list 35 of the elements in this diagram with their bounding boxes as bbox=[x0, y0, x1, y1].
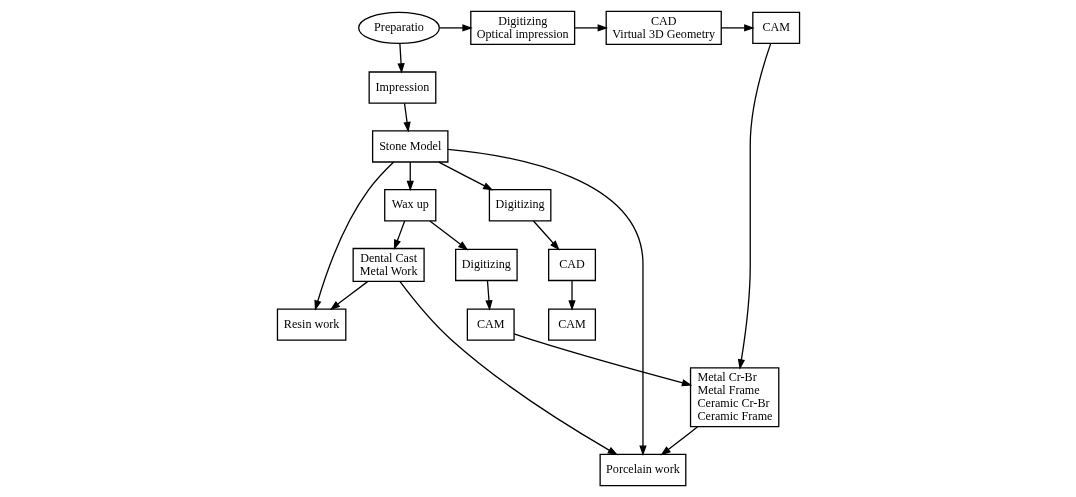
arrow bbox=[484, 280, 493, 311]
node-box: Digitizing Optical impression bbox=[469, 10, 575, 45]
arrow bbox=[737, 43, 771, 370]
node-box: CAM bbox=[751, 11, 800, 45]
arrow bbox=[567, 280, 576, 311]
node-box: Wax up bbox=[383, 189, 436, 222]
node-box: CAM bbox=[547, 308, 596, 341]
node-box: Porcelain work bbox=[599, 453, 686, 487]
node-box: Resin work bbox=[276, 308, 346, 341]
arrow bbox=[437, 161, 493, 191]
arrow bbox=[396, 43, 405, 74]
arrow bbox=[513, 333, 692, 387]
arrow bbox=[720, 24, 755, 32]
node-box: CAM bbox=[466, 308, 515, 341]
arrow bbox=[313, 161, 394, 311]
node-box: Digitizing bbox=[488, 189, 551, 222]
node-box: Impression bbox=[368, 71, 436, 104]
node-box: Dental Cast Metal Work bbox=[352, 247, 425, 282]
arrow bbox=[393, 220, 405, 251]
node-box: Stone Model bbox=[371, 130, 449, 163]
arrow bbox=[428, 220, 468, 251]
node-box: CAD Virtual 3D Geometry bbox=[605, 10, 722, 45]
arrow bbox=[532, 220, 560, 251]
arrow bbox=[446, 148, 647, 456]
arrow bbox=[406, 161, 414, 192]
node-box: CAD bbox=[547, 248, 596, 282]
node-box: Metal Cr-Br Metal Frame Ceramic Cr-Br Ceramic Frame bbox=[689, 367, 779, 428]
arrow bbox=[402, 102, 411, 133]
arrow bbox=[438, 24, 473, 32]
node-ellipse: Preparatio bbox=[357, 11, 440, 45]
arrow bbox=[329, 281, 368, 311]
node-box: Digitizing bbox=[454, 248, 518, 282]
arrow bbox=[398, 280, 618, 456]
arrow bbox=[659, 426, 698, 456]
arrow bbox=[573, 24, 608, 32]
